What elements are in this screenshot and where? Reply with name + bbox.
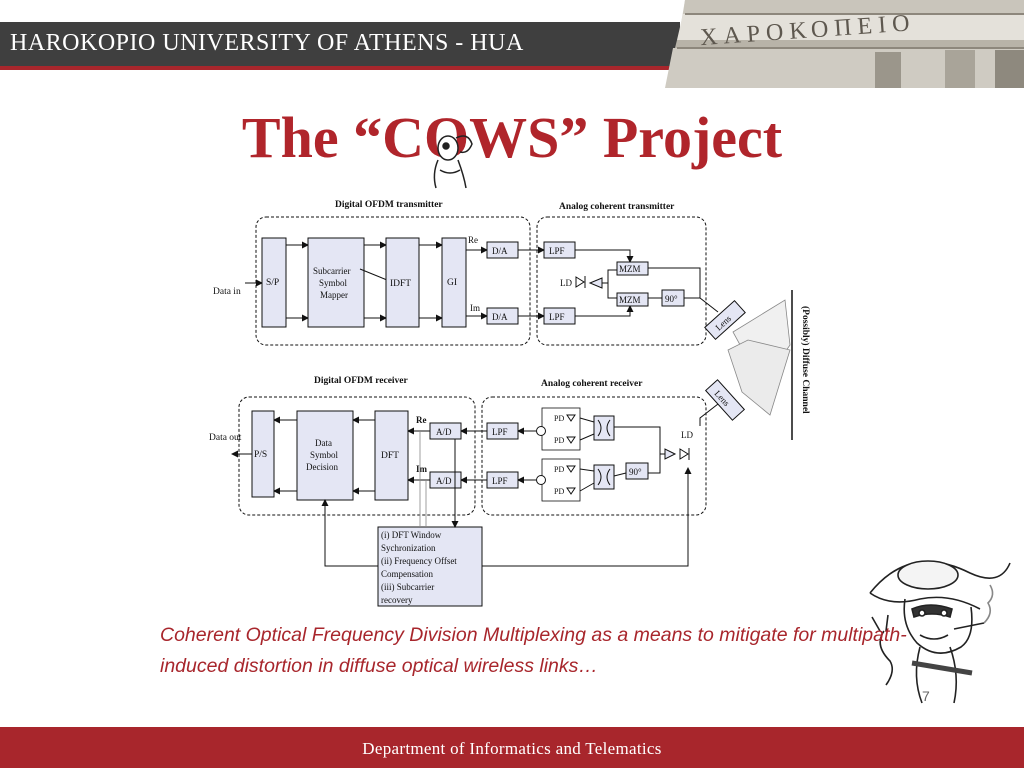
rx-laser-diode-symbol bbox=[679, 448, 690, 460]
rx-im-label: Im bbox=[416, 464, 428, 474]
institution-title: HAROKOPIO UNIVERSITY OF ATHENS - HUA bbox=[10, 30, 524, 56]
pd-1-label: PD bbox=[554, 414, 564, 423]
channel-label: (Possibly) Diffuse Channel bbox=[800, 306, 811, 414]
slide-title: The “COWS” Project bbox=[241, 105, 783, 170]
tx-lpf-im-label: LPF bbox=[549, 312, 565, 322]
pd-3-label: PD bbox=[554, 465, 564, 474]
rx-lpf-im-label: LPF bbox=[492, 476, 508, 486]
rx-phase-label: 90° bbox=[629, 467, 642, 477]
gi-block bbox=[441, 237, 467, 328]
dft-block bbox=[374, 410, 409, 501]
tx-phase-label: 90° bbox=[665, 294, 678, 304]
page-number: 7 bbox=[922, 688, 930, 704]
footer-department: Department of Informatics and Telematics bbox=[362, 739, 662, 758]
pd-2-label: PD bbox=[554, 436, 564, 445]
slide-caption: Coherent Optical Frequency Division Mult… bbox=[160, 624, 907, 677]
cow-mascot-sketch bbox=[433, 135, 473, 189]
tx-im-label: Im bbox=[470, 303, 480, 313]
decision-block bbox=[296, 410, 354, 501]
sync-line-1: (i) DFT Window bbox=[381, 530, 442, 540]
rx-analog-label: Analog coherent receiver bbox=[541, 379, 643, 389]
decision-line-3: Decision bbox=[306, 462, 338, 472]
mzm-bottom-block bbox=[616, 292, 649, 307]
hybrid-top-block bbox=[593, 415, 615, 441]
sp-label: S/P bbox=[266, 278, 279, 288]
pd-4-label: PD bbox=[554, 487, 564, 496]
rx-ld-label: LD bbox=[681, 430, 693, 440]
tx-analog-region bbox=[536, 216, 707, 346]
da-im-label: D/A bbox=[492, 312, 508, 322]
footer-bar bbox=[0, 727, 1024, 768]
tx-digital-label: Digital OFDM transmitter bbox=[335, 200, 443, 210]
mzm-top-label: MZM bbox=[619, 264, 641, 274]
sync-block bbox=[377, 526, 483, 607]
decision-line-1: Data bbox=[315, 438, 332, 448]
sync-line-2: Sychronization bbox=[381, 543, 436, 553]
header-bar bbox=[0, 22, 680, 66]
idft-label: IDFT bbox=[390, 279, 411, 289]
adder-bottom bbox=[536, 475, 546, 485]
data-out-label: Data out bbox=[209, 433, 242, 443]
sync-line-3: (ii) Frequency Offset bbox=[381, 556, 457, 566]
ad-re-label: A/D bbox=[436, 427, 452, 437]
da-re-label: D/A bbox=[492, 246, 508, 256]
mapper-line-1: Subcarrier bbox=[313, 266, 350, 276]
sp-block bbox=[261, 237, 287, 328]
ad-im-label: A/D bbox=[436, 476, 452, 486]
rx-lens: Lens bbox=[704, 379, 746, 421]
tx-re-label: Re bbox=[468, 235, 478, 245]
cowboy-cartoon-sketch bbox=[869, 560, 1011, 704]
rx-analog-region bbox=[481, 396, 707, 516]
university-building-photo: ΧΑΡΟΚΟΠΕΙΟ bbox=[665, 0, 1024, 88]
sync-line-6: recovery bbox=[381, 595, 413, 605]
dft-label: DFT bbox=[381, 451, 399, 461]
light-beam-rx bbox=[727, 339, 791, 416]
rx-re-label: Re bbox=[416, 415, 427, 425]
tx-laser-diode-symbol bbox=[575, 276, 586, 288]
rx-digital-region bbox=[238, 396, 476, 516]
header-accent-line bbox=[0, 66, 680, 70]
tx-ld-label: LD bbox=[560, 278, 572, 288]
rx-lpf-re-label: LPF bbox=[492, 427, 508, 437]
tx-lens: Lens bbox=[704, 299, 746, 341]
tx-analog-label: Analog coherent transmitter bbox=[559, 202, 675, 212]
sync-line-4: Compensation bbox=[381, 569, 433, 579]
adder-top bbox=[536, 426, 546, 436]
rx-digital-label: Digital OFDM receiver bbox=[314, 376, 409, 386]
gi-label: GI bbox=[447, 278, 457, 288]
mapper-line-3: Mapper bbox=[320, 290, 348, 300]
hybrid-bottom-block bbox=[593, 464, 615, 490]
mapper-line-2: Symbol bbox=[319, 278, 348, 288]
data-in-label: Data in bbox=[213, 287, 241, 297]
ps-label: P/S bbox=[254, 450, 267, 460]
tx-lpf-re-label: LPF bbox=[549, 246, 565, 256]
mapper-block bbox=[307, 237, 365, 328]
decision-line-2: Symbol bbox=[310, 450, 339, 460]
idft-block bbox=[385, 237, 420, 328]
mzm-bottom-label: MZM bbox=[619, 295, 641, 305]
sync-line-5: (iii) Subcarrier bbox=[381, 582, 434, 592]
rx-phase-block bbox=[625, 462, 649, 480]
